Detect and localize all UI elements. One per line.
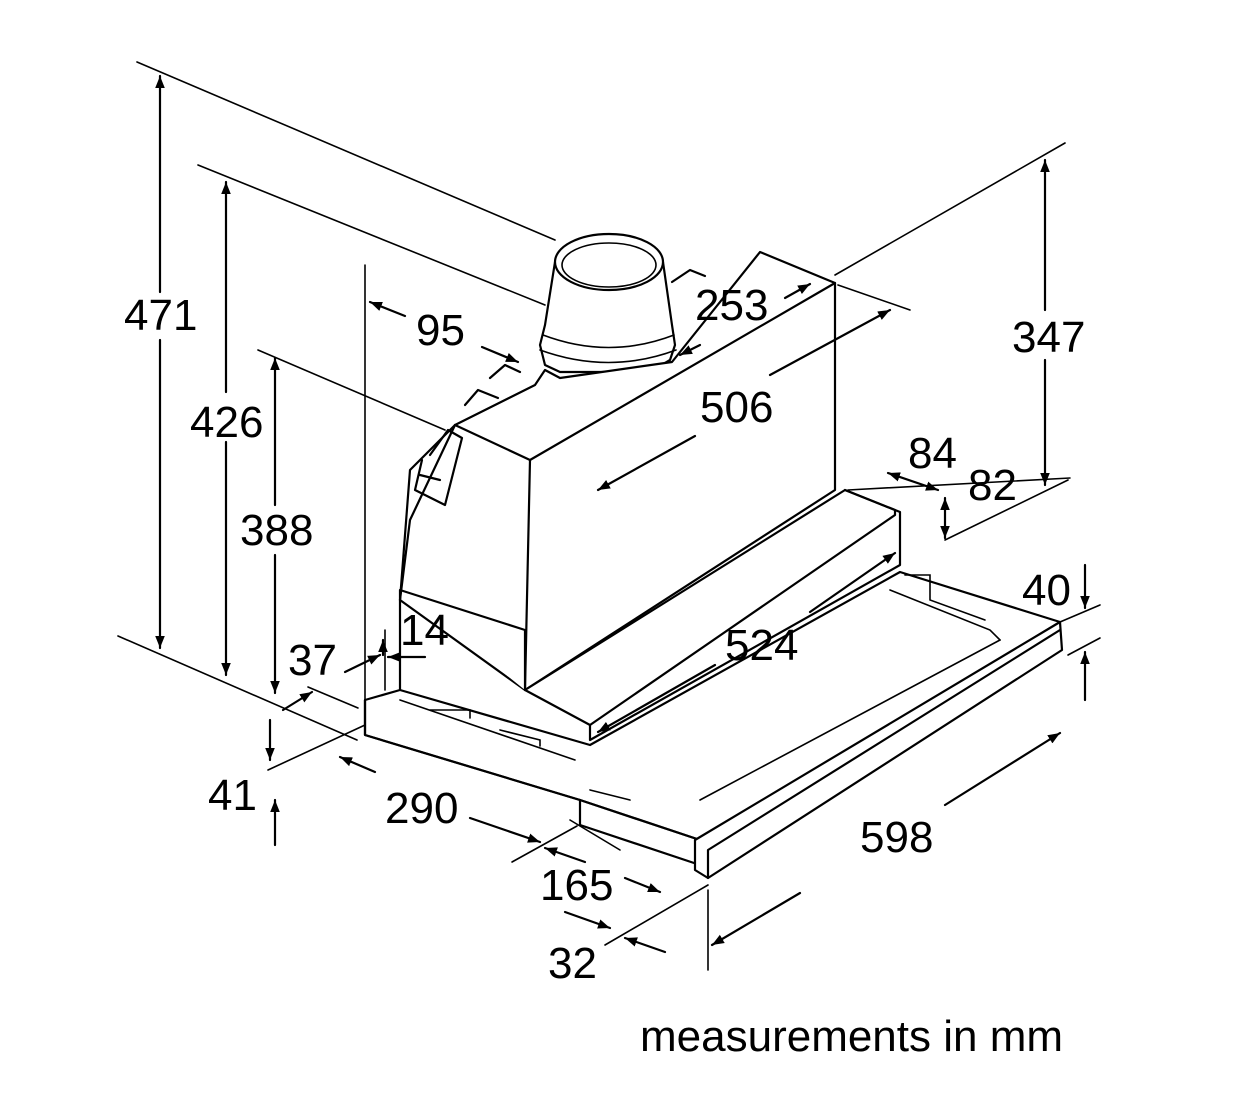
dimension-lines xyxy=(155,74,1090,954)
dim-37-arrow-top xyxy=(343,653,382,674)
dim-524-line-right xyxy=(808,551,897,614)
dim-598-line-right xyxy=(943,731,1062,807)
dim-524-line-left xyxy=(596,663,717,734)
dim-347-label: 347 xyxy=(1012,313,1085,362)
dim-506-label: 506 xyxy=(700,383,773,432)
dim-598-label: 598 xyxy=(860,813,933,862)
dim-471-label: 471 xyxy=(124,291,197,340)
dim-14-label: 14 xyxy=(400,606,449,655)
dim-524-label: 524 xyxy=(725,621,798,670)
dim-506-line-right xyxy=(768,308,892,377)
dim-32-arrow-right xyxy=(623,936,667,954)
dim-82-label: 82 xyxy=(968,461,1017,510)
dim-32-arrow-left xyxy=(563,910,612,930)
dim-598-line-left xyxy=(710,891,802,947)
dim-40-label: 40 xyxy=(1022,566,1071,615)
dimension-labels: 471 426 388 95 253 506 347 84 82 40 14 3… xyxy=(124,281,1085,988)
dim-426-label: 426 xyxy=(190,398,263,447)
hood-body xyxy=(363,232,1064,880)
dim-290-arrow-right xyxy=(468,816,542,844)
dim-95-arrow-right xyxy=(480,345,520,364)
dim-290-arrow-left xyxy=(338,755,377,774)
dim-253-arrow-right xyxy=(783,282,812,300)
dim-253-label: 253 xyxy=(695,281,768,330)
dim-165-arrow-left xyxy=(543,846,587,864)
dim-165-arrow-right xyxy=(623,876,662,894)
dim-165-label: 165 xyxy=(540,861,613,910)
dim-253-arrow-left xyxy=(678,343,702,357)
dim-37-arrow-bottom xyxy=(281,690,314,712)
dim-95-label: 95 xyxy=(416,306,465,355)
dim-388-label: 388 xyxy=(240,506,313,555)
dim-37-label: 37 xyxy=(288,636,337,685)
dim-84-line xyxy=(886,471,940,492)
dim-290-label: 290 xyxy=(385,784,458,833)
dim-84-label: 84 xyxy=(908,429,957,478)
outlet-rim xyxy=(553,232,665,292)
dim-506-line-left xyxy=(596,434,697,492)
dim-32-label: 32 xyxy=(548,939,597,988)
extension-lines xyxy=(117,61,1101,971)
dim-95-arrow-left xyxy=(368,300,407,318)
dim-41-label: 41 xyxy=(208,771,257,820)
units-caption: measurements in mm xyxy=(640,1012,1064,1061)
